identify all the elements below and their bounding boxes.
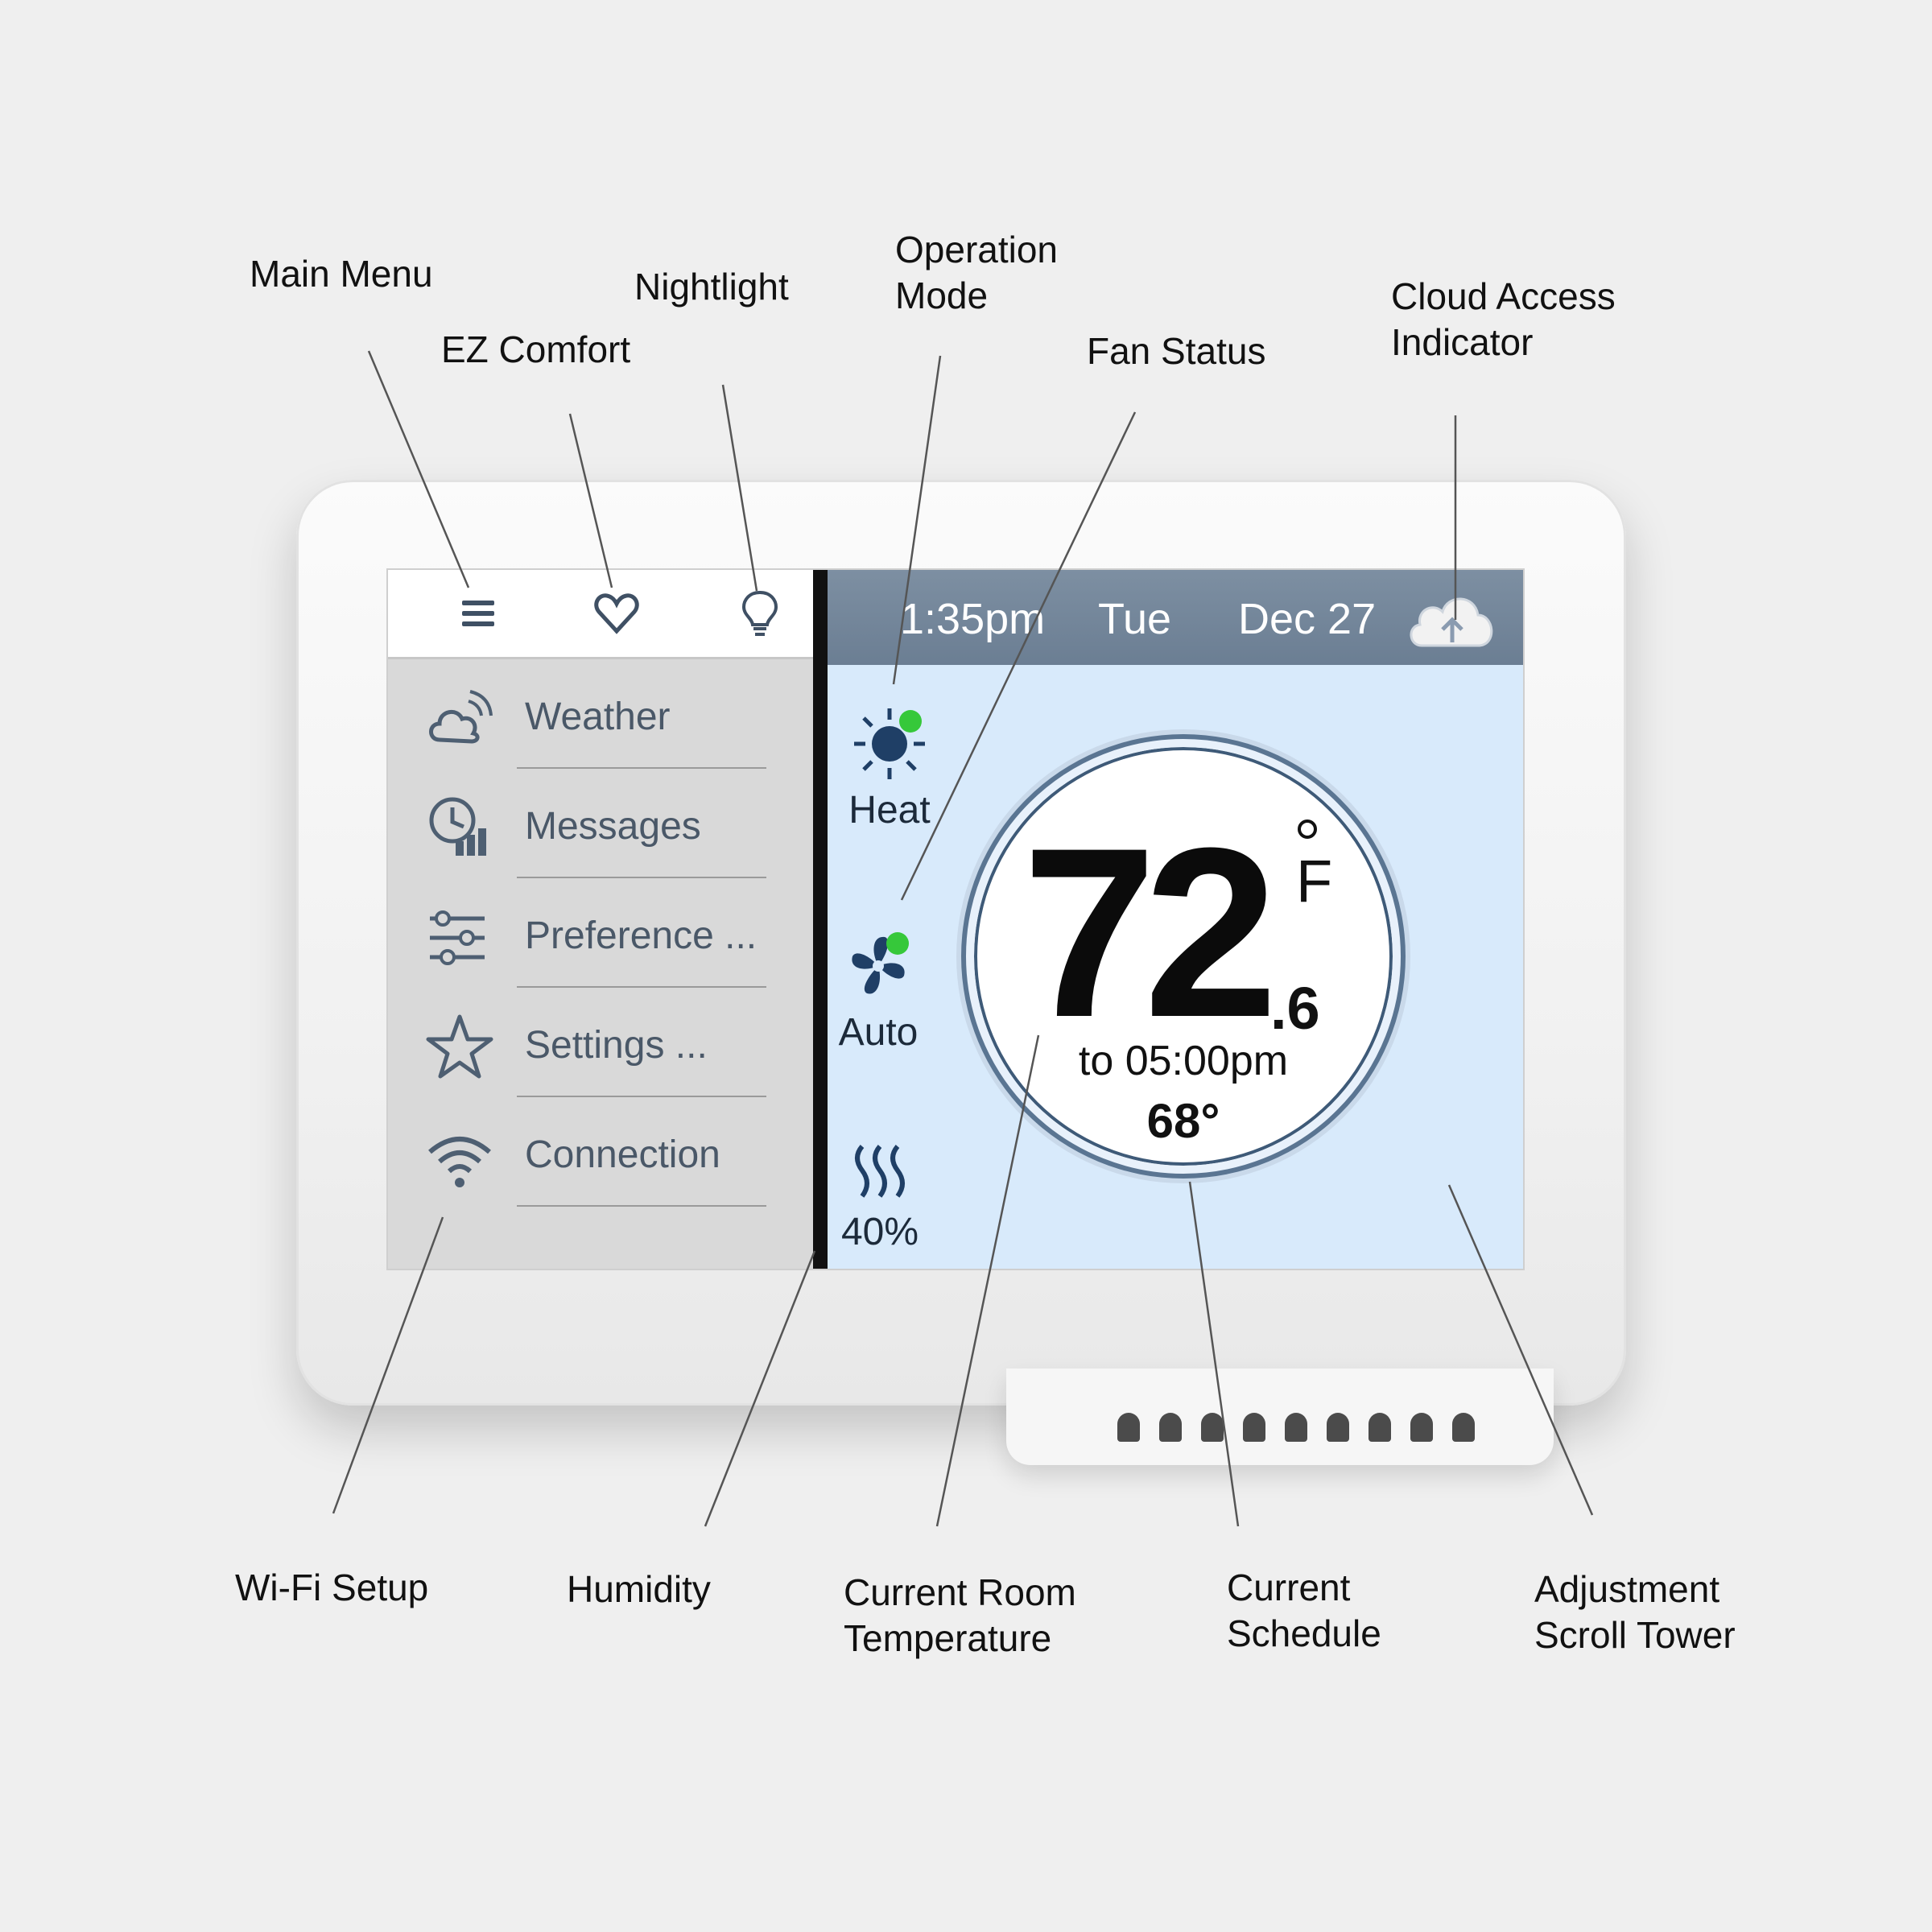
lightbulb-icon[interactable]	[736, 589, 784, 638]
heart-icon[interactable]	[592, 589, 641, 638]
current-temperature: 72	[1022, 797, 1278, 1067]
schedule-time: to 05:00pm	[1078, 1038, 1289, 1084]
status-time: 1:35pm	[900, 595, 1046, 643]
thermostat-screen: Weather Messages Preference	[388, 570, 1523, 1269]
menu-top-bar	[388, 570, 813, 659]
fan-status-label: Auto	[838, 1011, 919, 1054]
callout-line: Adjustment	[1534, 1568, 1720, 1610]
panel-divider	[813, 570, 828, 1269]
fan-icon	[852, 932, 909, 994]
humidity-indicator: 40%	[819, 1143, 940, 1254]
star-icon	[426, 1014, 493, 1079]
menu-separator	[517, 877, 766, 878]
callout-nightlight: Nightlight	[634, 266, 789, 308]
menu-item-settings[interactable]: Settings ...	[388, 988, 813, 1097]
status-bar: 1:35pm Tue Dec 27	[828, 570, 1523, 665]
callout-cloud-access: Cloud Access Indicator	[1391, 274, 1616, 365]
menu-item-connection[interactable]: Connection	[388, 1097, 813, 1207]
callout-line: Operation	[895, 229, 1059, 270]
menu-item-label: Preference ...	[525, 914, 758, 957]
callout-line: Schedule	[1227, 1612, 1381, 1654]
vent-slot	[1368, 1413, 1391, 1442]
humidity-icon	[855, 1145, 905, 1198]
callout-ez-comfort: EZ Comfort	[441, 328, 631, 370]
vent-slot	[1243, 1413, 1265, 1442]
messages-icon	[429, 797, 486, 856]
callout-line: Mode	[895, 275, 989, 316]
cloud-upload-icon[interactable]	[1404, 583, 1501, 652]
menu-separator	[517, 1096, 766, 1097]
vent-slot	[1159, 1413, 1182, 1442]
callout-operation-mode: Operation Mode	[895, 227, 1058, 319]
status-date: Dec 27	[1238, 595, 1377, 643]
vent-slot	[1452, 1413, 1475, 1442]
callout-current-schedule: Current Schedule	[1227, 1565, 1381, 1657]
menu-separator	[517, 986, 766, 988]
callout-wifi-setup: Wi-Fi Setup	[235, 1567, 429, 1608]
temperature-dial[interactable]: 72 .6 F to 05:00pm 68°	[966, 739, 1401, 1174]
menu-item-label: Settings ...	[525, 1024, 708, 1067]
degree-symbol	[1298, 819, 1317, 839]
sun-icon	[854, 708, 925, 779]
vent-slot	[1327, 1413, 1349, 1442]
menu-item-label: Connection	[525, 1133, 720, 1176]
status-day: Tue	[1098, 595, 1172, 643]
main-panel: 1:35pm Tue Dec 27 Heat	[828, 570, 1523, 1269]
callout-line: Current Room	[844, 1571, 1076, 1613]
callout-line: Indicator	[1391, 321, 1534, 363]
callout-line: Scroll Tower	[1534, 1614, 1736, 1656]
callout-humidity: Humidity	[567, 1568, 711, 1610]
vent-slot	[1410, 1413, 1433, 1442]
vent-slot	[1201, 1413, 1224, 1442]
vent-slot	[1117, 1413, 1140, 1442]
temperature-unit: F	[1296, 848, 1333, 914]
fan-status-indicator[interactable]: Auto	[818, 926, 939, 1055]
callout-fan-status: Fan Status	[1087, 330, 1266, 372]
menu-item-label: Weather	[525, 696, 671, 738]
wifi-icon	[428, 1137, 491, 1187]
callout-line: Current	[1227, 1567, 1351, 1608]
vent-slot	[1285, 1413, 1307, 1442]
callout-line: Temperature	[844, 1617, 1052, 1659]
operation-mode-indicator[interactable]: Heat	[829, 704, 950, 832]
operation-mode-label: Heat	[848, 789, 931, 832]
sliders-icon	[430, 910, 485, 965]
menu-item-label: Messages	[525, 805, 701, 848]
humidity-value: 40%	[840, 1211, 919, 1253]
menu-icon[interactable]	[454, 589, 502, 638]
callout-current-room-temperature: Current Room Temperature	[844, 1570, 1076, 1662]
menu-item-preference[interactable]: Preference ...	[388, 878, 813, 988]
main-menu-list: Weather Messages Preference	[388, 659, 813, 1269]
menu-separator	[517, 767, 766, 769]
temperature-fraction: .6	[1270, 975, 1320, 1042]
callout-line: Cloud Access	[1391, 275, 1616, 317]
weather-icon	[429, 690, 493, 744]
menu-separator	[517, 1205, 766, 1207]
callout-main-menu: Main Menu	[250, 253, 433, 295]
callout-adjustment-scroll-tower: Adjustment Scroll Tower	[1534, 1567, 1736, 1658]
schedule-setpoint: 68°	[1146, 1094, 1220, 1148]
menu-item-weather[interactable]: Weather	[388, 659, 813, 769]
menu-item-messages[interactable]: Messages	[388, 769, 813, 878]
